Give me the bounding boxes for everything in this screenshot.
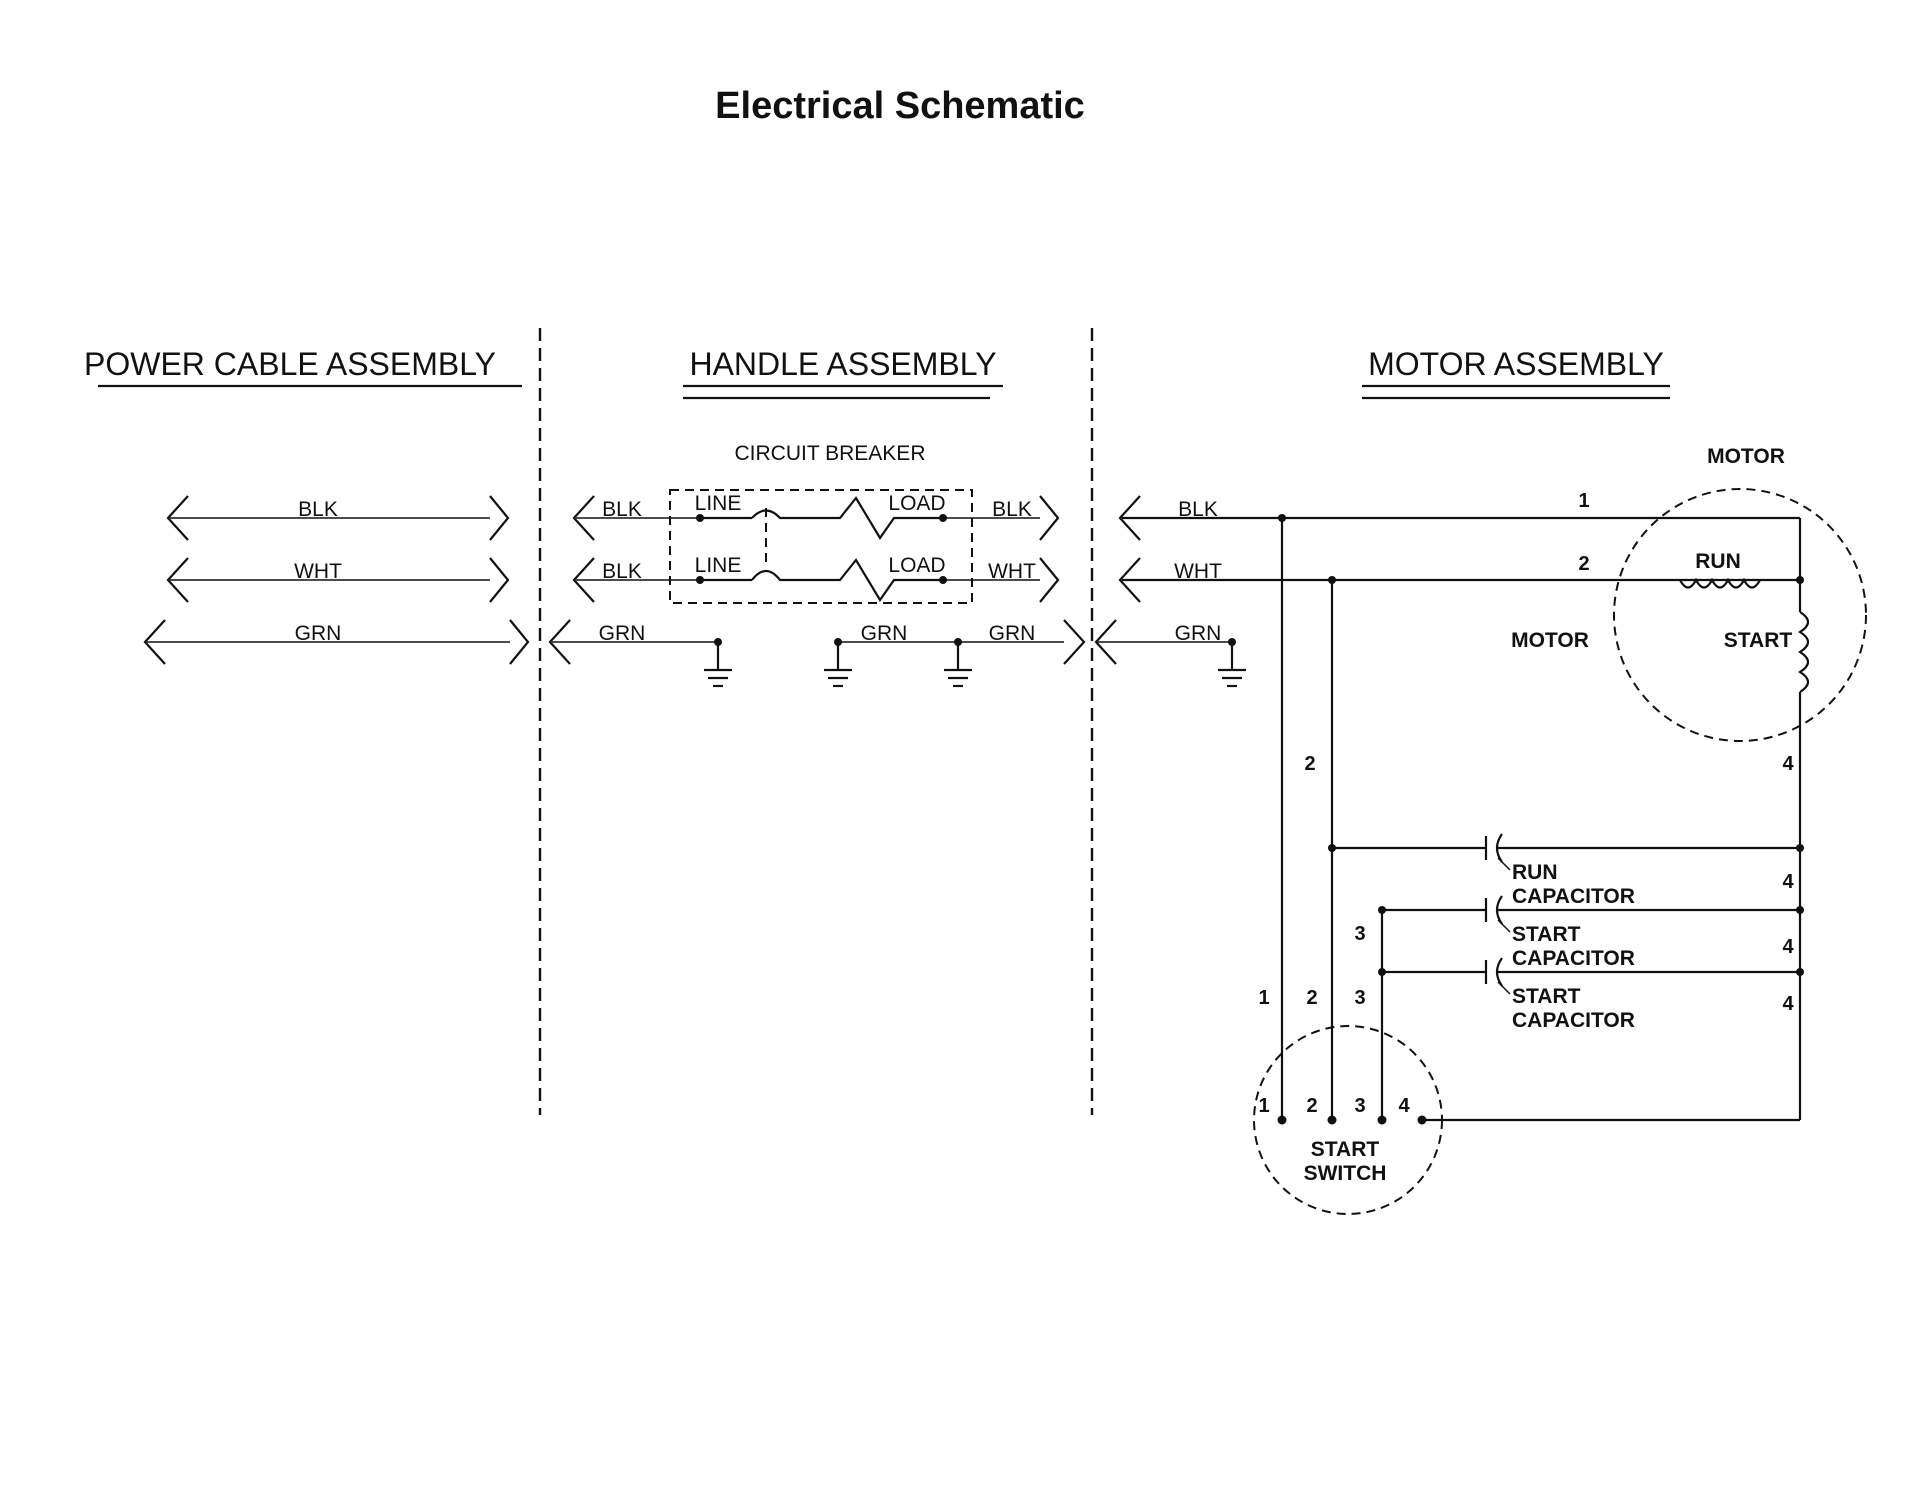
power-wht-label: WHT bbox=[294, 560, 342, 583]
handle-grn-mid-label: GRN bbox=[861, 622, 908, 645]
motor-section-heading: MOTOR ASSEMBLY bbox=[1362, 346, 1670, 400]
handle-grn-in-label: GRN bbox=[599, 622, 646, 645]
motor-label-mid: MOTOR bbox=[1511, 629, 1589, 652]
breaker-line-label-2: LINE bbox=[695, 554, 742, 577]
wire-number-4-run-cap: 4 bbox=[1782, 871, 1794, 893]
handle-grn-wire: GRN GRN GRN bbox=[548, 619, 1086, 688]
power-cable-grn-wire: GRN bbox=[143, 619, 530, 665]
handle-grn-out-label: GRN bbox=[989, 622, 1036, 645]
switch-terminal-2: 2 bbox=[1306, 1095, 1317, 1117]
start-capacitor-1-label-1: START bbox=[1512, 923, 1581, 946]
motor-grn-label: GRN bbox=[1175, 622, 1222, 645]
start-winding: START bbox=[1724, 518, 1810, 1120]
run-winding-label: RUN bbox=[1695, 550, 1741, 573]
start-capacitor-1-label-2: CAPACITOR bbox=[1512, 947, 1635, 970]
run-capacitor-label-2: CAPACITOR bbox=[1512, 885, 1635, 908]
ground-symbol-1 bbox=[704, 642, 732, 688]
page-title: Electrical Schematic bbox=[715, 85, 1085, 127]
run-capacitor: RUN CAPACITOR 4 bbox=[1328, 833, 1804, 908]
power-grn-label: GRN bbox=[295, 622, 342, 645]
start-capacitor-2: START CAPACITOR 4 bbox=[1378, 957, 1804, 1032]
ground-symbol-3 bbox=[944, 642, 972, 688]
start-switch-label-2: SWITCH bbox=[1304, 1162, 1387, 1185]
handle-blk-out-label: BLK bbox=[992, 498, 1032, 521]
power-cable-blk-wire: BLK bbox=[166, 495, 510, 541]
handle-wht-wire: BLK LINE LOAD WHT bbox=[572, 554, 1060, 603]
motor-wht-wire: WHT 2 bbox=[1118, 553, 1800, 603]
start-capacitor-2-label-1: START bbox=[1512, 985, 1581, 1008]
handle-blk-wire: BLK LINE LOAD BLK bbox=[572, 492, 1060, 541]
start-capacitor-2-label-2: CAPACITOR bbox=[1512, 1009, 1635, 1032]
ground-symbol-4 bbox=[1218, 642, 1246, 688]
wire-number-2-mid: 2 bbox=[1304, 753, 1315, 775]
motor-label-top: MOTOR bbox=[1707, 445, 1785, 468]
start-switch: 1 2 3 4 START SWITCH bbox=[1253, 1025, 1800, 1215]
breaker-load-label-2: LOAD bbox=[888, 554, 945, 577]
wire-number-2-lower: 2 bbox=[1306, 987, 1317, 1009]
circuit-breaker-label: CIRCUIT BREAKER bbox=[735, 442, 926, 465]
switch-terminal-4: 4 bbox=[1398, 1095, 1410, 1117]
wire-number-3-mid: 3 bbox=[1354, 923, 1365, 945]
handle-wht-out-label: WHT bbox=[988, 560, 1036, 583]
start-winding-label: START bbox=[1724, 629, 1793, 652]
run-capacitor-label-1: RUN bbox=[1512, 861, 1558, 884]
breaker-load-label-1: LOAD bbox=[888, 492, 945, 515]
motor-blk-wire: BLK 1 bbox=[1118, 490, 1800, 541]
handle-blk-in-label-2: BLK bbox=[602, 560, 642, 583]
motor-wht-label: WHT bbox=[1174, 560, 1222, 583]
breaker-line-label-1: LINE bbox=[695, 492, 742, 515]
start-switch-label-1: START bbox=[1311, 1138, 1380, 1161]
run-winding: RUN bbox=[1679, 550, 1804, 589]
wire-number-1-lower: 1 bbox=[1258, 987, 1269, 1009]
power-blk-label: BLK bbox=[298, 498, 338, 521]
handle-blk-in-label: BLK bbox=[602, 498, 642, 521]
wire-number-2-top: 2 bbox=[1578, 553, 1589, 575]
power-cable-wht-wire: WHT bbox=[166, 557, 510, 603]
motor-blk-label: BLK bbox=[1178, 498, 1218, 521]
start-capacitor-1: START CAPACITOR 4 bbox=[1378, 895, 1804, 970]
wire-number-3-lower: 3 bbox=[1354, 987, 1365, 1009]
circuit-breaker-box bbox=[669, 489, 973, 604]
motor-assembly-title: MOTOR ASSEMBLY bbox=[1368, 346, 1664, 382]
power-cable-section-heading: POWER CABLE ASSEMBLY bbox=[84, 346, 522, 388]
handle-assembly-title: HANDLE ASSEMBLY bbox=[689, 346, 996, 382]
ground-symbol-2 bbox=[824, 642, 852, 688]
wire-number-4-start-cap-2: 4 bbox=[1782, 993, 1794, 1015]
motor-housing bbox=[1613, 488, 1867, 742]
switch-terminal-1: 1 bbox=[1258, 1095, 1269, 1117]
wire-number-4-motor: 4 bbox=[1782, 753, 1794, 775]
switch-terminal-3: 3 bbox=[1354, 1095, 1365, 1117]
motor-grn-wire: GRN bbox=[1094, 619, 1246, 688]
wire-number-4-start-cap-1: 4 bbox=[1782, 936, 1794, 958]
wire-number-1-top: 1 bbox=[1578, 490, 1589, 512]
handle-section-heading: HANDLE ASSEMBLY bbox=[683, 346, 1003, 400]
power-cable-assembly-title: POWER CABLE ASSEMBLY bbox=[84, 346, 496, 382]
